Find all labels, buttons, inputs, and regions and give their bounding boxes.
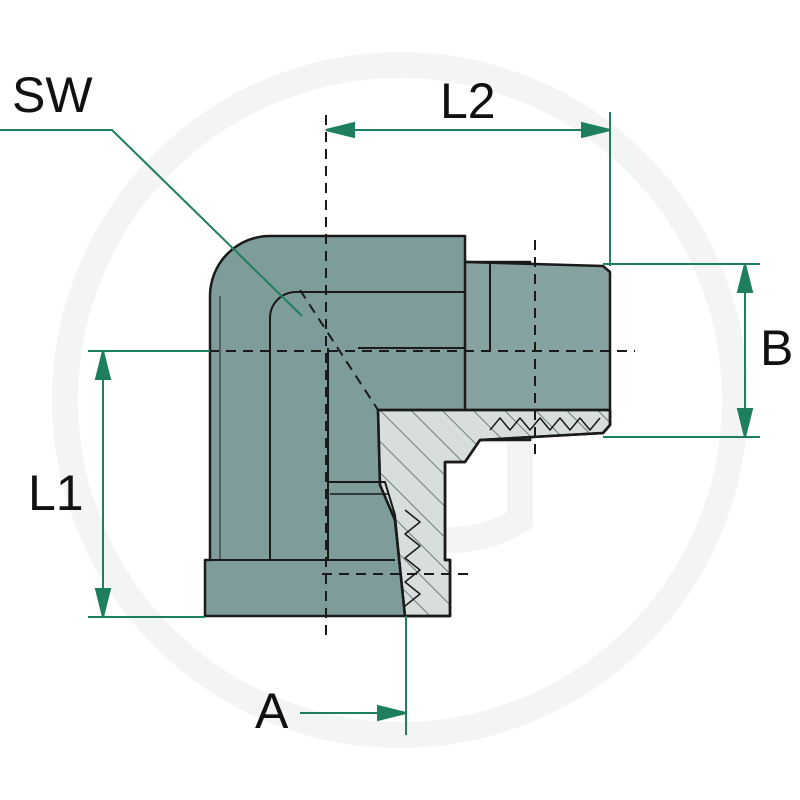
label-l2: L2 — [440, 73, 496, 129]
fitting-body — [203, 234, 612, 618]
label-l1: L1 — [28, 465, 84, 521]
sw-leader — [0, 129, 303, 317]
section-cut — [328, 408, 612, 618]
label-sw: SW — [12, 67, 93, 123]
label-a: A — [255, 683, 289, 739]
label-b: B — [760, 320, 793, 376]
dimension-lines — [0, 112, 760, 735]
